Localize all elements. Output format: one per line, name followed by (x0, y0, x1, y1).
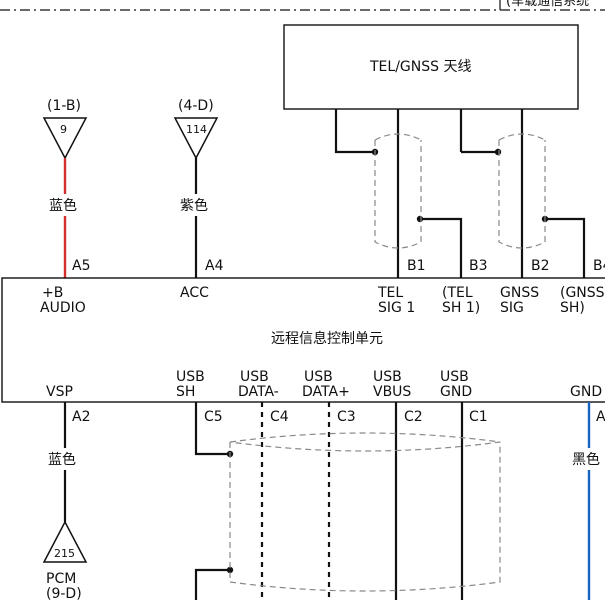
pin-gnd-conn: A (596, 409, 605, 425)
usb-sh-lower-junction (226, 566, 234, 574)
pin-b2-name-2: SIG (500, 300, 524, 316)
pin-b3-name-2: SH 1) (442, 300, 480, 316)
pin-c2-name: USB (373, 369, 402, 385)
ref-1-triangle-icon (42, 117, 88, 160)
pin-c4-name: USB (240, 369, 269, 385)
vsp-color-bg (46, 448, 84, 470)
pin-b1-conn: B1 (407, 258, 426, 274)
pcm-triangle-icon (42, 520, 88, 563)
pin-c5-name-2: SH (176, 384, 195, 400)
pin-c2-name-2: VBUS (373, 384, 411, 400)
gnss-shield-junction (494, 148, 502, 156)
pcm-label: PCM (46, 571, 76, 587)
pin-b3-name: (TEL (442, 285, 473, 301)
ref-1-color-bg (46, 194, 84, 216)
ref-1-color-label: 蓝色 (49, 197, 77, 214)
vsp-color-label: 蓝色 (48, 451, 76, 468)
pin-a2-conn: A2 (72, 409, 90, 425)
pin-a5-name: +B (42, 285, 63, 301)
pin-c3-conn: C3 (337, 409, 356, 425)
tel-shield-wire (334, 109, 375, 154)
pin-c3-name-2: DATA+ (302, 384, 350, 400)
ref-2-triangle-icon (173, 117, 219, 160)
pin-c4-name-2: DATA- (238, 384, 279, 400)
ref-2-number: 114 (186, 123, 207, 136)
pin-c4-conn: C4 (270, 409, 289, 425)
ref-2-color-label: 紫色 (180, 197, 208, 214)
module-box (1, 277, 605, 403)
module-label: 远程信息控制单元 (271, 330, 383, 347)
gnd-color-label: 黑色 (572, 451, 600, 468)
usb-sh-wire (194, 402, 230, 456)
tel-shield-return-junction (416, 215, 424, 223)
pin-c1-name: USB (440, 369, 469, 385)
header-fragment: (车载通信系统 (506, 0, 589, 9)
pin-b4-name: (GNSS (560, 285, 605, 301)
pin-c3-name: USB (304, 369, 333, 385)
pin-b4-conn: B4 (593, 258, 605, 274)
ref-2-color-bg (177, 194, 215, 216)
pin-c1-conn: C1 (469, 409, 488, 425)
pcm-number: 215 (54, 547, 75, 560)
tel-shield-cylinder (374, 133, 422, 249)
pin-a2-name: VSP (46, 384, 73, 400)
ref-2-label: (4-D) (178, 98, 214, 114)
gnd-color-bg (570, 448, 605, 470)
pin-a4-name: ACC (180, 285, 209, 301)
pin-b3-conn: B3 (469, 258, 488, 274)
usb-sh-lower-wire (194, 568, 230, 600)
gnss-shield-return-wire (545, 217, 586, 278)
tel-shield-return-wire (420, 217, 463, 278)
pin-b2-name: GNSS (500, 285, 539, 301)
pin-c5-conn: C5 (204, 409, 223, 425)
pin-b4-name-2: SH) (560, 300, 585, 316)
usb-shield-cylinder (229, 432, 501, 592)
pin-c1-name-2: GND (440, 384, 472, 400)
pin-a5-conn: A5 (72, 258, 90, 274)
pin-c2-conn: C2 (404, 409, 423, 425)
ref-1-number: 9 (60, 123, 67, 136)
pin-gnd-name: GND (570, 384, 602, 400)
pin-b2-conn: B2 (531, 258, 550, 274)
pin-c5-name: USB (176, 369, 205, 385)
antenna-label: TEL/GNSS 天线 (369, 59, 471, 75)
pin-b1-name-2: SIG 1 (378, 300, 415, 316)
pin-a4-conn: A4 (205, 258, 224, 274)
antenna-box (283, 24, 579, 110)
pcm-ref: (9-D) (46, 586, 82, 600)
pin-a5-name-2: AUDIO (40, 300, 86, 316)
ref-1-label: (1-B) (47, 98, 81, 114)
pin-b1-name: TEL (377, 285, 403, 301)
gnss-shield-cylinder (498, 133, 546, 249)
